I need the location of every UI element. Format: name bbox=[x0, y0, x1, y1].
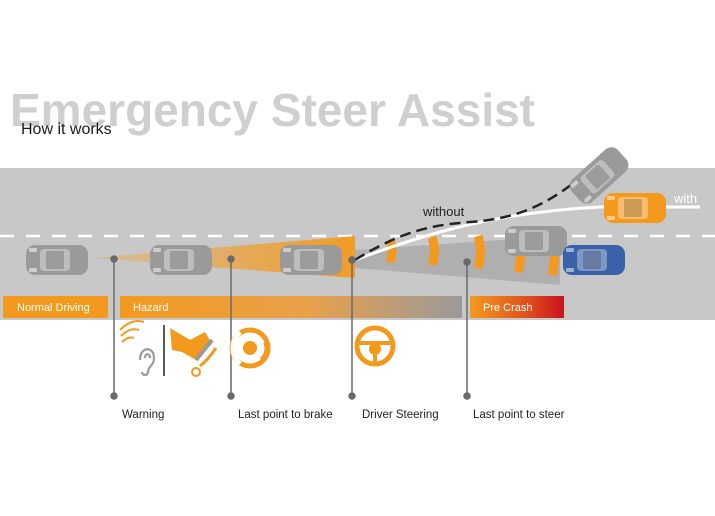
page-subtitle: How it works bbox=[21, 121, 112, 138]
ear-icon bbox=[138, 348, 156, 377]
step-markers bbox=[110, 255, 471, 400]
without-label: without bbox=[422, 204, 465, 219]
step-label-warning: Warning bbox=[122, 409, 164, 421]
phase-bar-pre-crash bbox=[470, 296, 564, 318]
ego-car-hazard bbox=[150, 245, 212, 275]
phase-bar-normal-driving bbox=[3, 296, 108, 318]
phase-bar-hazard bbox=[120, 296, 462, 318]
without-path-line bbox=[354, 177, 581, 262]
brake-pedal-icon bbox=[170, 328, 218, 377]
car-with-assist-orange bbox=[604, 193, 666, 223]
ego-car-normal-driving bbox=[26, 245, 88, 275]
phase-label-normal-driving: Normal Driving bbox=[17, 302, 90, 314]
audio-warning-icon bbox=[119, 320, 145, 343]
ego-car-driver-steering bbox=[280, 245, 342, 275]
phase-label-hazard: Hazard bbox=[133, 302, 168, 314]
with-path-line bbox=[354, 205, 601, 262]
ego-car-last-point-to-steer bbox=[505, 226, 567, 256]
step-label-last-point-to-steer: Last point to steer bbox=[473, 409, 565, 421]
step-label-driver-steering: Driver Steering bbox=[362, 409, 439, 421]
step-label-last-point-to-brake: Last point to brake bbox=[238, 409, 333, 421]
steering-wheel-icon bbox=[354, 325, 396, 367]
brake-disc-icon bbox=[229, 327, 271, 369]
phase-label-pre-crash: Pre Crash bbox=[483, 302, 533, 314]
with-label: with bbox=[673, 191, 697, 206]
page-title: Emergency Steer Assist bbox=[10, 84, 535, 136]
obstacle-car-blue bbox=[563, 245, 625, 275]
